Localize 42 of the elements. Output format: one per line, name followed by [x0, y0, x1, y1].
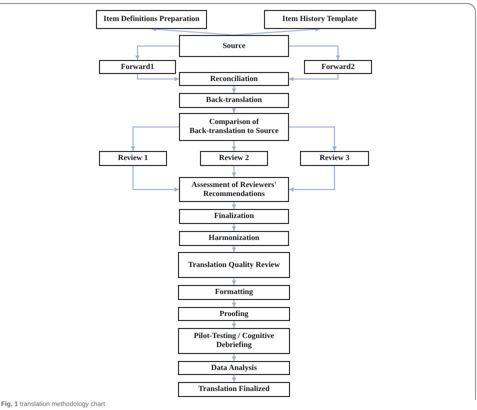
arrow [289, 166, 336, 192]
arrow [232, 246, 236, 252]
arrow [232, 375, 236, 382]
process-box [179, 113, 289, 141]
process-box [178, 307, 290, 321]
arrow [234, 27, 320, 36]
process-box [179, 35, 289, 57]
process-box [179, 72, 289, 86]
process-box [178, 361, 290, 375]
process-box [304, 60, 372, 74]
process-box [178, 252, 290, 278]
arrow [232, 166, 236, 177]
process-box [179, 93, 289, 108]
arrow [232, 108, 236, 113]
arrow [232, 278, 236, 285]
arrow [289, 126, 337, 151]
arrow [232, 86, 236, 93]
arrow [136, 74, 179, 82]
process-box [300, 151, 369, 166]
process-box [99, 60, 176, 74]
arrow [232, 202, 236, 209]
arrow [232, 300, 236, 307]
process-box [178, 285, 290, 300]
arrow [232, 141, 236, 151]
process-box [99, 151, 167, 166]
arrow [289, 45, 340, 60]
process-box [200, 151, 268, 166]
arrow [130, 126, 179, 151]
process-box [96, 10, 207, 29]
arrow [132, 166, 179, 192]
process-box [264, 10, 376, 29]
arrow [135, 45, 179, 60]
arrow [232, 321, 236, 328]
process-box [179, 177, 289, 202]
process-box [178, 328, 290, 354]
process-box [179, 231, 289, 246]
arrow [289, 74, 339, 82]
arrow [151, 27, 234, 36]
process-box [178, 382, 290, 397]
arrow [232, 354, 236, 361]
arrow [232, 224, 236, 231]
process-box [179, 209, 289, 224]
